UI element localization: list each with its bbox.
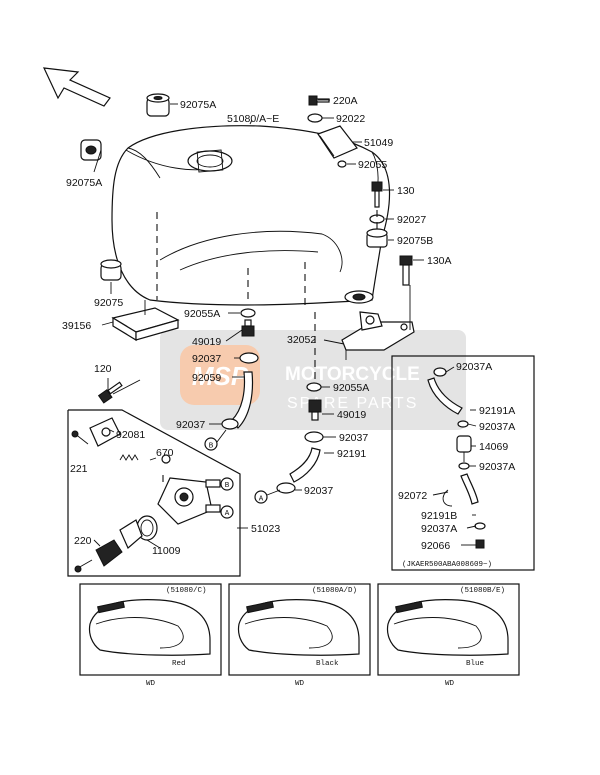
- svg-text:B: B: [225, 482, 230, 490]
- watermark-line1: MOTORCYCLE: [285, 364, 420, 385]
- rubber-damper-92075B: [366, 228, 388, 248]
- label-51049: 51049: [364, 137, 393, 149]
- petcock-assembly: B A: [67, 381, 241, 577]
- variant-mark-1: WD: [146, 680, 156, 688]
- fitting-49019-upper: [241, 319, 255, 337]
- label-92059: 92059: [192, 372, 221, 384]
- variant-mark-2: WD: [295, 680, 305, 688]
- label-92055: 92055: [358, 159, 387, 171]
- fuel-tank: [111, 125, 391, 306]
- assembly-lines: [112, 210, 411, 395]
- label-39156: 39156: [62, 320, 91, 332]
- label-32052: 32052: [287, 334, 316, 346]
- label-92022: 92022: [336, 113, 365, 125]
- svg-text:A: A: [225, 510, 230, 518]
- label-221: 221: [70, 463, 88, 475]
- washer-92022: [307, 113, 323, 123]
- label-92191: 92191: [337, 448, 366, 460]
- label-92037-upper: 92037: [192, 353, 221, 365]
- o-ring-92055A-lower: [306, 382, 322, 392]
- label-92055A-lower: 92055A: [333, 382, 369, 394]
- label-11009: 11009: [152, 545, 181, 557]
- front-direction-arrow: [43, 67, 111, 107]
- label-92037A-3: 92037A: [479, 461, 515, 473]
- clamp-92037-lower-left: [221, 418, 239, 430]
- label-92075A-left: 92075A: [66, 177, 102, 189]
- label-92075: 92075: [94, 297, 123, 309]
- label-49019-upper: 49019: [192, 336, 221, 348]
- label-92081: 92081: [116, 429, 145, 441]
- bracket-51049: [317, 125, 358, 159]
- fitting-49019-lower: [308, 399, 322, 421]
- label-92191A: 92191A: [479, 405, 515, 417]
- hose-92059: [231, 371, 254, 429]
- label-92037A-2: 92037A: [479, 421, 515, 433]
- label-51023: 51023: [251, 523, 280, 535]
- variant-boxes: [79, 583, 520, 676]
- bolt-130A: [399, 255, 413, 286]
- variant-mark-3: WD: [445, 680, 455, 688]
- label-92037-left: 92037: [176, 419, 205, 431]
- clamp-92037-center: [304, 431, 324, 443]
- variant-color-3: Blue: [466, 660, 484, 668]
- label-92191B: 92191B: [421, 510, 457, 522]
- serial-note: (JKAER500ABA008609~): [402, 561, 492, 569]
- variant-code-3: (51080B/E): [460, 587, 505, 595]
- tank-bracket-32052: [341, 311, 415, 360]
- label-92027: 92027: [397, 214, 426, 226]
- label-14069: 14069: [479, 441, 508, 453]
- rubber-damper-top: [146, 93, 170, 117]
- variant-color-2: Black: [316, 660, 339, 668]
- rubber-damper-left: [80, 139, 102, 161]
- label-92037A-4: 92037A: [421, 523, 457, 535]
- svg-text:A: A: [259, 496, 264, 504]
- callout-b-main: B: [204, 429, 227, 451]
- clip-92055: [337, 160, 347, 168]
- pad: [111, 307, 180, 342]
- watermark-badge: MSP: [192, 361, 249, 391]
- label-92066: 92066: [421, 540, 450, 552]
- callout-a-main: A: [254, 489, 281, 504]
- label-92037-bottom: 92037: [304, 485, 333, 497]
- svg-text:B: B: [209, 443, 214, 451]
- label-130: 130: [397, 185, 415, 197]
- o-ring-92055A-upper: [240, 308, 256, 318]
- label-92037-center: 92037: [339, 432, 368, 444]
- variant-code-1: (51080/C): [166, 587, 207, 595]
- bolt-130: [371, 181, 383, 208]
- leader-lines: [93, 99, 477, 549]
- part-labels: 92075A 51080/A~E 220A 92022 51049 92055 …: [62, 95, 515, 569]
- label-130A: 130A: [427, 255, 452, 267]
- clamp-92037-bottom: [276, 482, 296, 494]
- label-92075B: 92075B: [397, 235, 433, 247]
- clamp-92037-upper: [239, 352, 259, 364]
- variant-code-2: (51080A/D): [312, 587, 357, 595]
- later-model-hose-box: [391, 355, 535, 571]
- label-220: 220: [74, 535, 92, 547]
- rubber-damper-lower: [100, 259, 122, 281]
- label-220A: 220A: [333, 95, 358, 107]
- label-92055A-upper: 92055A: [184, 308, 220, 320]
- bolt-220A: [308, 95, 330, 106]
- label-92075A-top: 92075A: [180, 99, 216, 111]
- label-92037A-1: 92037A: [456, 361, 492, 373]
- variant-labels: (51080/C) Red WD (51080A/D) Black WD (51…: [146, 587, 505, 688]
- label-51080: 51080/A~E: [227, 113, 279, 125]
- label-670: 670: [156, 447, 174, 459]
- label-49019-lower: 49019: [337, 409, 366, 421]
- variant-color-1: Red: [172, 660, 186, 668]
- label-120: 120: [94, 363, 112, 375]
- hose-92191: [289, 447, 321, 483]
- label-92072: 92072: [398, 490, 427, 502]
